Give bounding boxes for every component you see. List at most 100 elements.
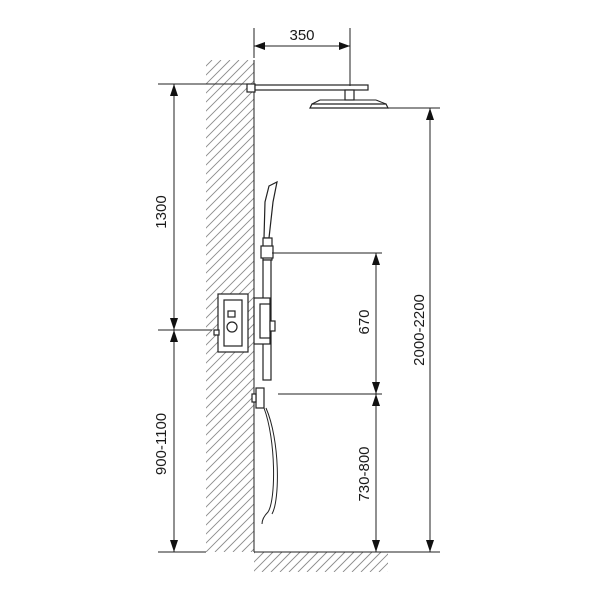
floor-hatch xyxy=(100,552,388,572)
hatch-line xyxy=(324,552,346,572)
hatch-line xyxy=(100,552,120,572)
hatch-line xyxy=(512,60,600,552)
hatch-line xyxy=(118,552,138,572)
hatch-line xyxy=(360,552,382,572)
dimension-line-1300 xyxy=(170,84,178,330)
label-350: 350 xyxy=(289,27,314,44)
rain-shower-head xyxy=(309,99,389,109)
hatch-line xyxy=(154,552,174,572)
hatch-line xyxy=(254,552,256,554)
hatch-line xyxy=(206,395,254,445)
hatch-line xyxy=(0,60,194,552)
label-670: 670 xyxy=(356,309,373,334)
hatch-line xyxy=(206,116,254,166)
hatch-line xyxy=(0,60,176,552)
hatch-line xyxy=(206,161,254,211)
hatch-line xyxy=(270,552,292,572)
hatch-line xyxy=(127,552,147,572)
hatch-line xyxy=(206,422,254,472)
hatch-line xyxy=(485,60,600,552)
hatch-line xyxy=(214,512,254,552)
hatch-line xyxy=(145,552,165,572)
hatch-line xyxy=(206,377,254,427)
hatch-line xyxy=(206,98,254,148)
hatch-line xyxy=(206,60,222,76)
hatch-line xyxy=(593,60,600,552)
hatch-line xyxy=(206,350,254,400)
hatch-line xyxy=(279,552,301,572)
hatch-line xyxy=(206,404,254,454)
hatch-line xyxy=(404,60,600,552)
concealed-valve-box xyxy=(213,293,249,353)
hatch-line xyxy=(521,60,600,552)
label-2000-2200: 2000-2200 xyxy=(411,294,428,366)
hatch-line xyxy=(333,552,355,572)
hatch-line xyxy=(0,60,203,552)
hatch-line xyxy=(109,552,129,572)
hatch-line xyxy=(136,552,156,572)
hatch-line xyxy=(206,143,254,193)
wall-hatch xyxy=(0,60,600,552)
hatch-line xyxy=(0,60,158,552)
hatch-line xyxy=(254,552,265,563)
hatch-line xyxy=(278,60,600,552)
hatch-line xyxy=(206,107,254,157)
hatch-line xyxy=(0,60,167,552)
hatch-line xyxy=(342,552,364,572)
hatch-line xyxy=(369,553,388,572)
hatch-line xyxy=(350,60,600,552)
hatch-line xyxy=(351,552,373,572)
hose xyxy=(261,407,275,525)
hatch-line xyxy=(206,458,254,508)
hatch-line xyxy=(378,562,388,572)
hatch-line xyxy=(206,260,254,310)
dimension-line-670 xyxy=(372,253,380,394)
hatch-line xyxy=(206,467,254,517)
hatch-line xyxy=(449,60,600,552)
hatch-line xyxy=(254,552,274,572)
dimension-line-730-800 xyxy=(372,394,380,552)
hatch-line xyxy=(208,552,228,572)
hatch-line xyxy=(206,60,213,67)
hatch-line xyxy=(269,60,600,552)
hatch-line xyxy=(206,60,231,85)
hatch-line xyxy=(440,60,600,552)
hatch-line xyxy=(206,431,254,481)
hatch-line xyxy=(172,552,192,572)
hatch-line xyxy=(575,60,600,552)
hatch-line xyxy=(217,552,237,572)
hatch-line xyxy=(206,134,254,184)
label-730-800: 730-800 xyxy=(356,446,373,501)
hatch-line xyxy=(163,552,183,572)
hatch-line xyxy=(566,60,600,552)
hatch-line xyxy=(503,60,600,552)
hatch-line xyxy=(297,552,319,572)
hatch-line xyxy=(287,60,600,552)
hatch-line xyxy=(181,552,201,572)
hatch-line xyxy=(458,60,600,552)
wall-connector xyxy=(251,387,265,409)
hatch-line xyxy=(206,125,254,175)
mixer-valve xyxy=(253,297,276,345)
hatch-line xyxy=(261,552,283,572)
hatch-line xyxy=(206,449,254,499)
hatch-line xyxy=(557,60,600,552)
hatch-line xyxy=(206,485,254,535)
dimension-line-900-1100 xyxy=(170,330,178,552)
hatch-line xyxy=(306,552,328,572)
hatch-line xyxy=(206,341,254,391)
hatch-line xyxy=(288,552,310,572)
hatch-line xyxy=(206,60,240,94)
hatch-line xyxy=(206,170,254,220)
hatch-line xyxy=(206,386,254,436)
hatch-line xyxy=(206,323,254,373)
hatch-line xyxy=(206,188,254,238)
hatch-line xyxy=(206,332,254,382)
hatch-line xyxy=(530,60,600,552)
hatch-line xyxy=(206,197,254,247)
hatch-line xyxy=(206,179,254,229)
shower-arm xyxy=(246,83,369,101)
hatch-line xyxy=(296,60,600,552)
